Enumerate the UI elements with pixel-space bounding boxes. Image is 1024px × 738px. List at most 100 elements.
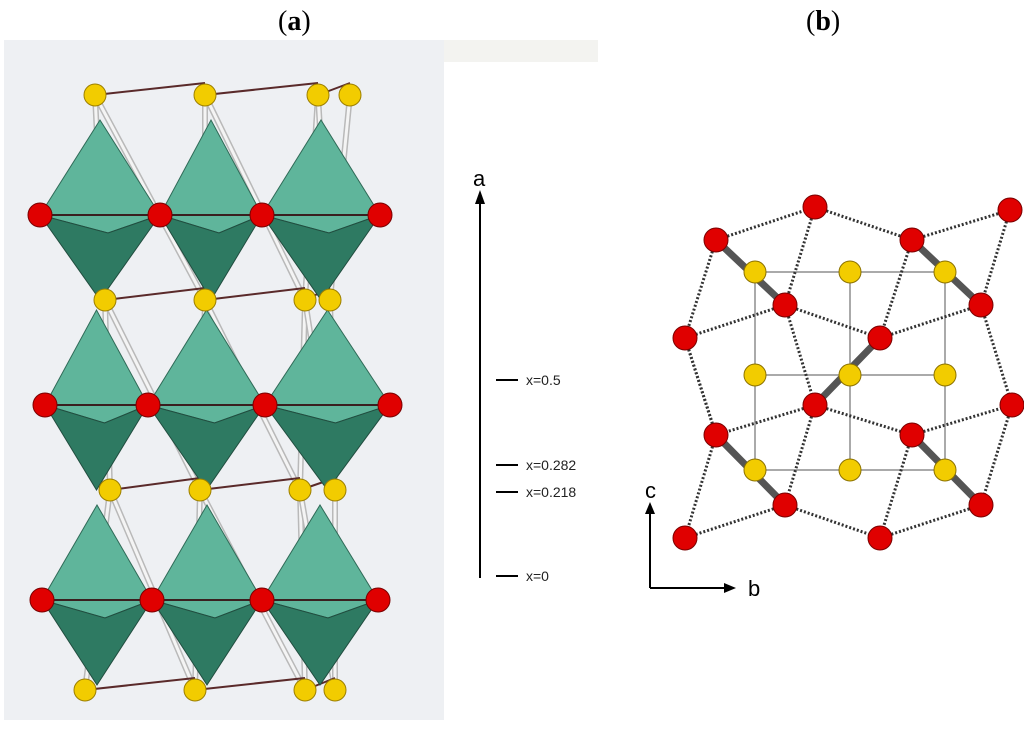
- yellow-atom: [838, 363, 862, 387]
- red-atom: [32, 392, 58, 418]
- dashed-bond: [814, 205, 913, 242]
- a-axis-label: a: [473, 166, 486, 191]
- red-atom: [672, 325, 698, 351]
- yellow-atom: [98, 478, 122, 502]
- red-atom: [802, 392, 828, 418]
- dashed-bond: [878, 239, 914, 339]
- yellow-atom: [183, 678, 207, 702]
- red-atom: [772, 492, 798, 518]
- dashed-bond: [879, 503, 982, 540]
- dashed-bond: [814, 403, 913, 437]
- dashed-bond: [784, 503, 881, 540]
- yellow-atom: [193, 83, 217, 107]
- plane-bond: [104, 287, 206, 301]
- yellow-atom: [93, 288, 117, 312]
- red-atom: [672, 525, 698, 551]
- dashed-bond: [684, 303, 786, 340]
- dashed-bond: [683, 434, 718, 539]
- red-atom: [867, 325, 893, 351]
- yellow-atom: [188, 478, 212, 502]
- dashed-bond: [715, 403, 816, 437]
- dashed-bond: [878, 434, 914, 539]
- yellow-atom: [933, 260, 957, 284]
- red-atom: [968, 492, 994, 518]
- yellow-atom: [323, 678, 347, 702]
- dashed-bond: [979, 209, 1012, 306]
- red-atom: [377, 392, 403, 418]
- b-axis-arrowhead: [724, 583, 736, 593]
- red-atom: [899, 422, 925, 448]
- panel-b-label: (b): [806, 6, 841, 37]
- plane-bond: [204, 82, 319, 96]
- red-atom: [867, 525, 893, 551]
- dashed-bond: [784, 303, 881, 340]
- dashed-bond: [979, 404, 1014, 506]
- plane-bond: [94, 82, 206, 96]
- yellow-atom: [838, 458, 862, 482]
- red-atom: [802, 194, 828, 220]
- yellow-atom: [338, 83, 362, 107]
- dashed-bond: [684, 503, 786, 540]
- yellow-atom: [193, 288, 217, 312]
- dashed-bond: [979, 304, 1014, 406]
- level-label-0.5: x=0.5: [526, 372, 561, 388]
- red-atom: [772, 292, 798, 318]
- a-axis-arrowhead: [475, 190, 485, 204]
- panel-b-letter: b: [815, 6, 831, 37]
- level-label-0.218: x=0.218: [526, 484, 576, 500]
- plane-bond: [194, 677, 306, 691]
- b-axis-label: b: [748, 576, 760, 601]
- panel-a-label: (a): [278, 6, 311, 37]
- red-atom: [997, 197, 1023, 223]
- red-atom: [703, 422, 729, 448]
- plane-bond: [109, 477, 201, 491]
- yellow-atom: [743, 458, 767, 482]
- red-atom: [367, 202, 393, 228]
- yellow-atom: [743, 260, 767, 284]
- yellow-atom: [323, 478, 347, 502]
- red-atom: [899, 227, 925, 253]
- c-axis-label: c: [645, 478, 656, 503]
- plane-bond: [204, 287, 306, 301]
- dashed-bond: [911, 208, 1011, 242]
- red-atom: [249, 587, 275, 613]
- red-atom: [27, 202, 53, 228]
- c-axis-arrowhead: [645, 502, 655, 514]
- yellow-atom: [306, 83, 330, 107]
- yellow-atom: [293, 678, 317, 702]
- red-atom: [147, 202, 173, 228]
- red-atom: [135, 392, 161, 418]
- yellow-atom: [293, 288, 317, 312]
- red-atom: [703, 227, 729, 253]
- crystal-structure-b: [672, 194, 1024, 551]
- red-atom: [29, 587, 55, 613]
- dashed-bond: [783, 404, 817, 506]
- red-atom: [968, 292, 994, 318]
- b-axes: c b: [645, 478, 760, 601]
- level-label-0: x=0: [526, 568, 549, 584]
- crystal-structure-a: [27, 82, 403, 702]
- atoms-a: [27, 83, 403, 702]
- panel-a-top-strip: [444, 40, 598, 62]
- dashed-bond: [911, 403, 1013, 437]
- atoms-b: [672, 194, 1024, 551]
- dashed-bond: [783, 206, 817, 306]
- yellow-atom: [838, 260, 862, 284]
- yellow-atom: [743, 363, 767, 387]
- yellow-atom: [318, 288, 342, 312]
- octahedra: [38, 118, 392, 686]
- red-atom: [139, 587, 165, 613]
- red-atom: [365, 587, 391, 613]
- dashed-bond: [683, 239, 718, 339]
- a-axis: a: [473, 166, 486, 578]
- yellow-frame: [754, 271, 946, 471]
- level-ticks: x=0.5 x=0.282 x=0.218 x=0: [496, 372, 576, 584]
- yellow-atom: [933, 363, 957, 387]
- dashed-bond: [715, 205, 816, 242]
- yellow-atom: [73, 678, 97, 702]
- red-atom: [249, 202, 275, 228]
- red-atom: [252, 392, 278, 418]
- dashed-bond: [683, 337, 718, 436]
- dashed-bond: [879, 303, 982, 340]
- panel-a-letter: a: [287, 6, 302, 37]
